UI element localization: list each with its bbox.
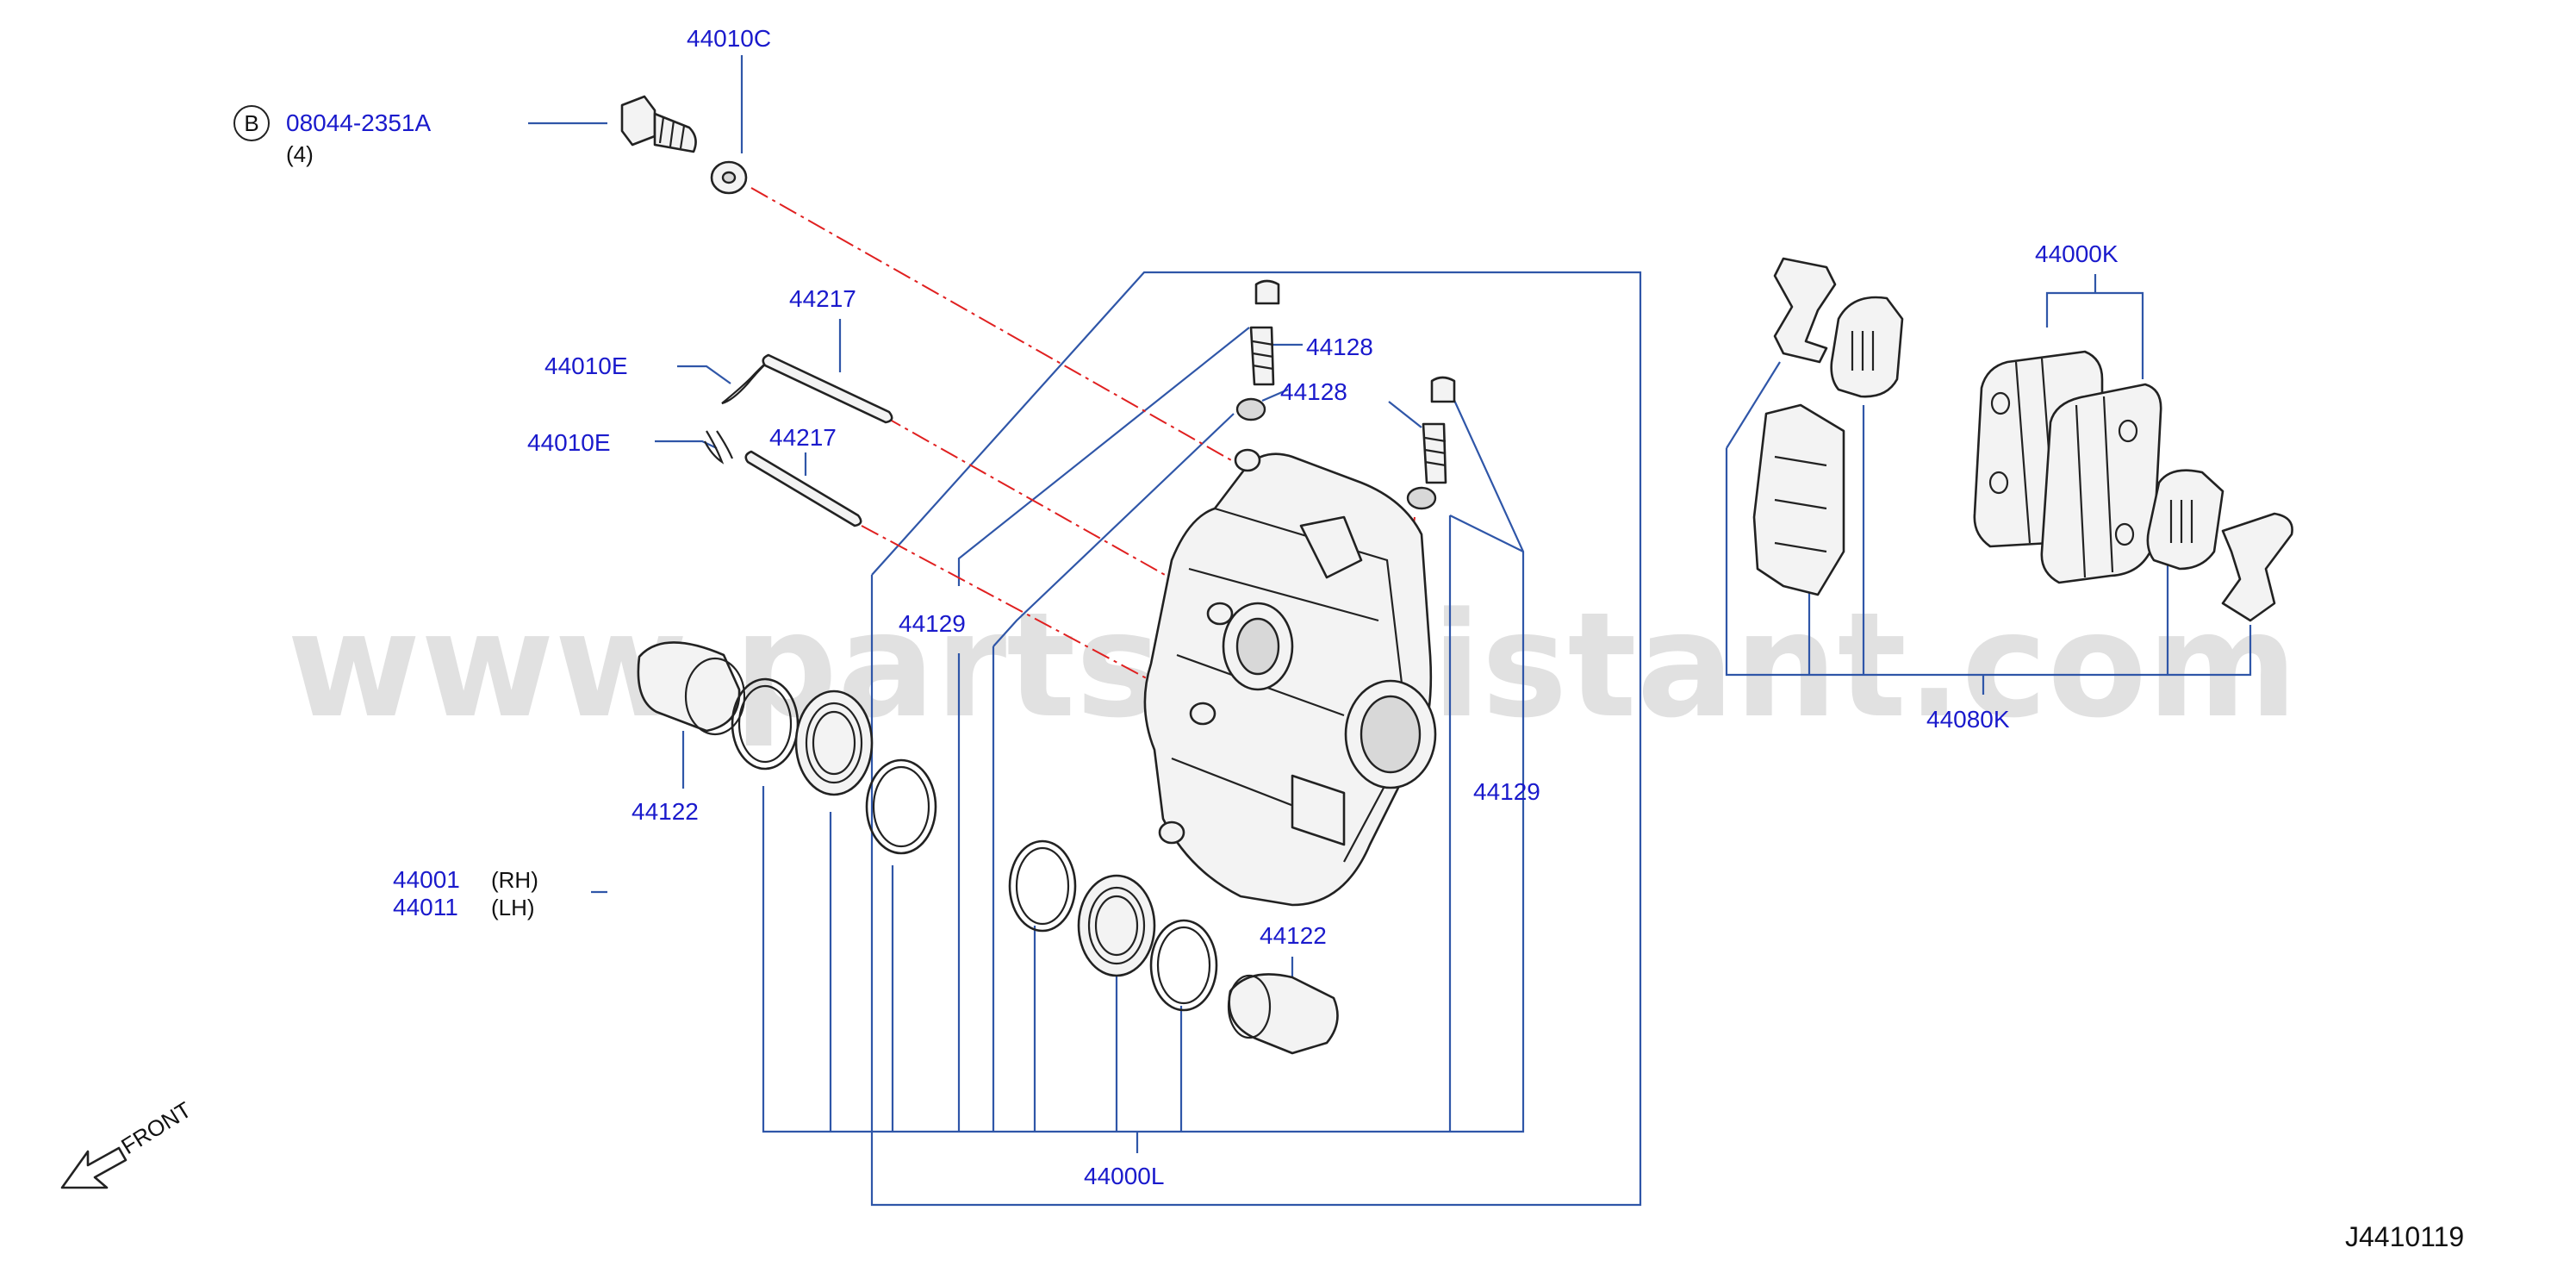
label-pin-upper[interactable]: 44217 (789, 285, 856, 312)
label-bolt-qty: (4) (286, 141, 314, 167)
label-piston-right[interactable]: 44122 (1260, 922, 1327, 949)
seal-ring-2 (865, 758, 937, 855)
label-caliper-rh[interactable]: 44001 (393, 866, 460, 893)
front-arrow-icon (60, 1146, 128, 1189)
leader-lines (528, 55, 2252, 1207)
dust-boot-2 (1077, 874, 1156, 977)
caliper-body (1143, 448, 1437, 907)
shim-plate-left (1830, 296, 1904, 398)
label-piston-left[interactable]: 44122 (632, 798, 699, 825)
dust-boot-1 (794, 689, 874, 796)
label-clip-lower[interactable]: 44010E (527, 429, 611, 456)
caliper-bolt (620, 95, 697, 153)
label-caliper-lh[interactable]: 44011 (393, 894, 458, 920)
piston-part-left (637, 641, 746, 736)
label-caliper-rh-side: (RH) (491, 867, 538, 893)
diagram-code: J4410119 (2345, 1221, 2464, 1252)
seal-ring-3 (1008, 839, 1077, 933)
clip-part-lower (704, 430, 734, 465)
label-seal-kit[interactable]: 44000L (1084, 1163, 1164, 1189)
seal-ring-4 (1149, 919, 1218, 1012)
label-pad-kit[interactable]: 44000K (2035, 240, 2119, 267)
label-bolt[interactable]: 08044-2351A (286, 109, 431, 136)
label-pin-lower[interactable]: 44217 (769, 424, 837, 451)
shim-plate-right (2146, 469, 2224, 571)
label-cap-right[interactable]: 44129 (1473, 778, 1540, 805)
label-cap-left[interactable]: 44129 (899, 610, 966, 637)
washer-part (710, 160, 748, 195)
label-washer[interactable]: 44010C (687, 25, 771, 52)
label-bleeder-lower[interactable]: 44128 (1280, 378, 1347, 405)
pin-part-upper (762, 353, 893, 424)
front-label: FRONT (116, 1096, 196, 1159)
label-hardware-kit[interactable]: 44080K (1926, 706, 2010, 733)
bolt-marker-letter: B (244, 110, 258, 136)
label-caliper-lh-side: (LH) (491, 895, 535, 920)
pin-part-lower (744, 450, 862, 527)
label-clip-upper[interactable]: 44010E (544, 353, 628, 379)
bolt-marker: B (233, 105, 270, 141)
piston-part-right (1227, 973, 1339, 1055)
clip-part-upper (721, 358, 772, 405)
label-bleeder-upper[interactable]: 44128 (1306, 334, 1373, 360)
anti-rattle-spring-right (2221, 512, 2293, 622)
anti-rattle-spring (1773, 257, 1837, 364)
pad-retainer-left (1752, 403, 1845, 596)
brake-pad-outer (2040, 383, 2162, 584)
bleeder-part-upper (1235, 279, 1280, 421)
